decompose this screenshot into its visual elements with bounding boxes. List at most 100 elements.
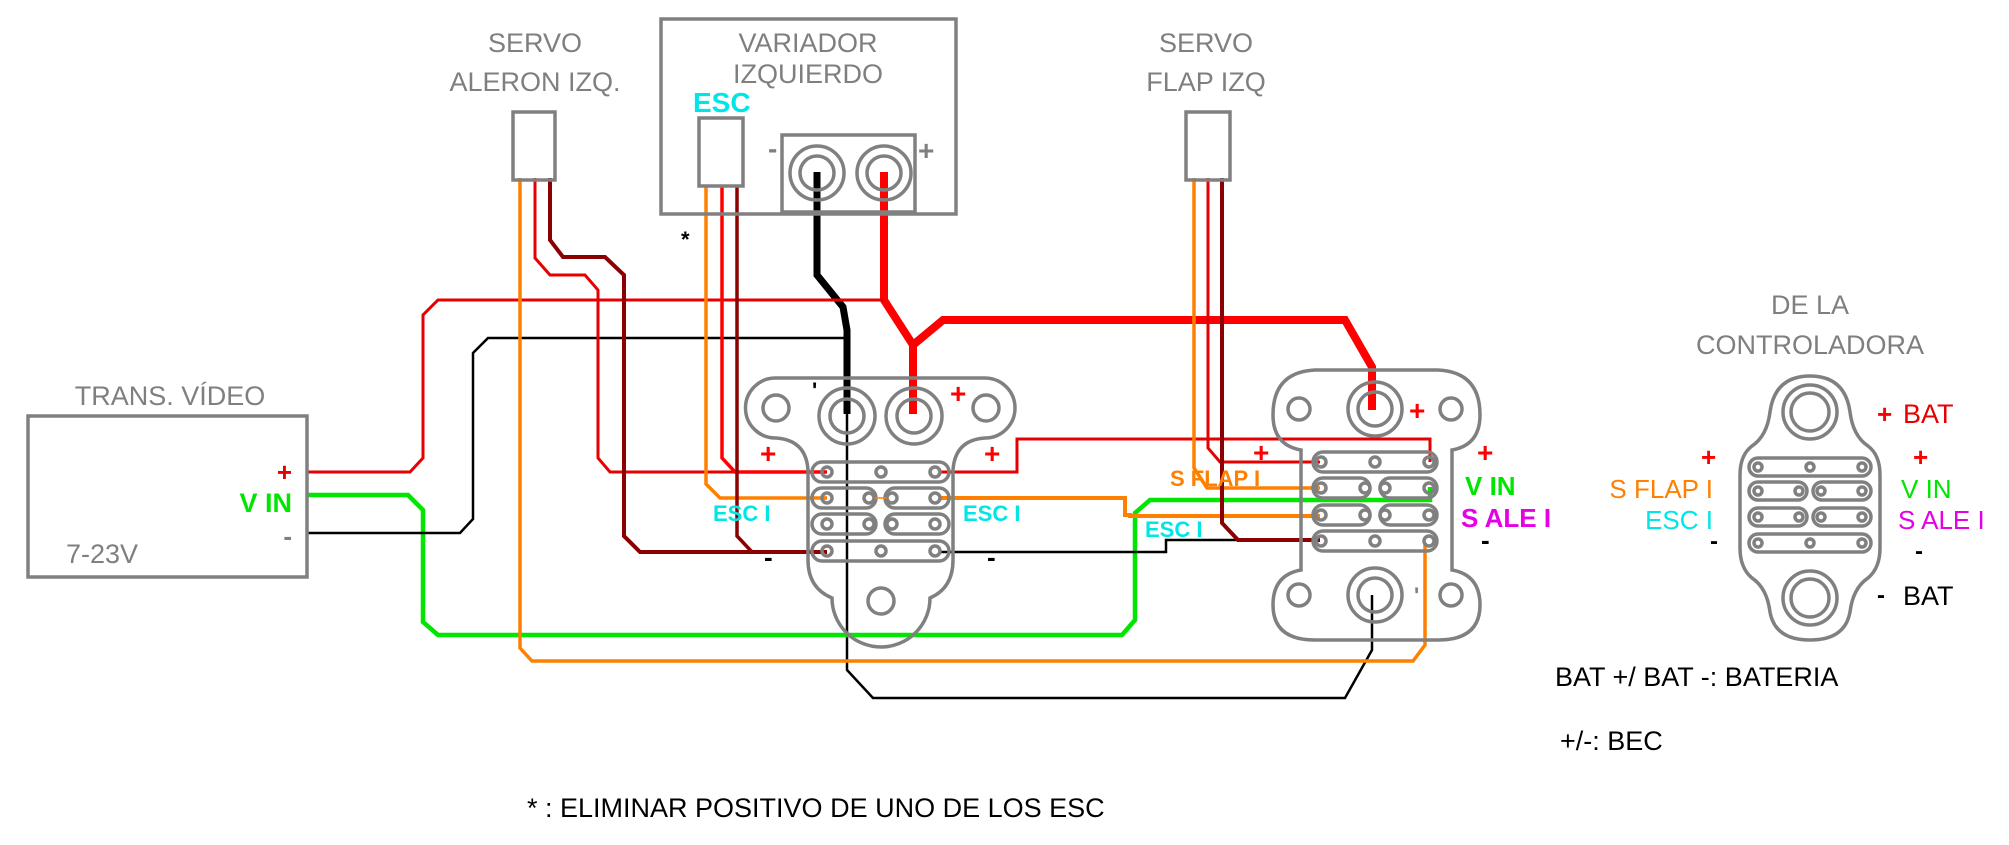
controller-pads [1747, 456, 1873, 554]
footnote-remove-esc-positive: * : ELIMINAR POSITIVO DE UNO DE LOS ESC [527, 793, 1105, 823]
wire-video-negative [307, 336, 847, 535]
pad [820, 491, 834, 505]
pad [1422, 455, 1436, 469]
pad [820, 517, 834, 531]
pad [820, 465, 834, 479]
wire-aileron-positive [533, 178, 827, 474]
wire-flap-signal [1192, 178, 1320, 490]
pad [862, 517, 876, 531]
pad [1358, 508, 1372, 522]
left-board-esc-left-label: ESC I [713, 501, 770, 526]
variador-esc-connector [697, 116, 745, 188]
pad [1314, 508, 1328, 522]
controller-right-minus: - [1915, 538, 1923, 565]
right-board-positive-terminal [1346, 380, 1404, 438]
right-board-s-ale-label: S ALE I [1461, 503, 1551, 533]
controller-board-outline [1738, 374, 1882, 642]
asterisk-marker: * [681, 227, 690, 252]
pad-row [1747, 480, 1809, 502]
variador-title-line2: IZQUIERDO [733, 59, 883, 89]
video-voltage-label: 7-23V [66, 539, 138, 569]
video-negative-label: - [283, 521, 292, 551]
servo-aileron-connector [511, 110, 557, 182]
variador-positive-terminal-inner [865, 154, 903, 192]
left-board-esc-right-label: ESC I [963, 501, 1020, 526]
controller-s-flap-label: S FLAP I [1609, 474, 1713, 504]
pad-row [1811, 480, 1873, 502]
controller-left-minus: - [1710, 528, 1718, 555]
pad-row-spare-right [883, 512, 951, 536]
controller-bat-plus-sign: + [1877, 399, 1892, 429]
pad [1752, 485, 1764, 497]
wire-esc-negative [735, 185, 827, 554]
pad [1856, 511, 1868, 523]
servo-flap: SERVO FLAP IZQ [1146, 28, 1266, 182]
controller-title-line2: CONTROLADORA [1696, 330, 1924, 360]
pad [874, 465, 888, 479]
controller-positive-terminal [1781, 383, 1839, 441]
pad-row-spare-left [810, 512, 878, 536]
controller-s-ale-label: S ALE I [1898, 505, 1985, 535]
pad-row-positive [1311, 450, 1439, 474]
controller-bat-minus-label: BAT [1903, 581, 1954, 611]
pad [1314, 534, 1328, 548]
left-board-left-plus: + [760, 438, 776, 469]
pad [1314, 481, 1328, 495]
variador-esc-label: ESC [693, 87, 751, 118]
right-power-board: + + + S FLAP I ESC I V IN S ALE I - ' [1145, 368, 1551, 642]
pad-row [1747, 456, 1873, 478]
servo-flap-title-line2: FLAP IZQ [1146, 67, 1266, 97]
right-board-vin-label: V IN [1465, 471, 1516, 501]
servo-aileron: SERVO ALERON IZQ. [449, 28, 621, 182]
variador-izquierdo: VARIADOR IZQUIERDO ESC - + * [659, 17, 958, 252]
wire-video-positive [307, 298, 884, 474]
pad [1856, 537, 1868, 549]
video-transmitter-box [26, 414, 309, 579]
pad [1856, 485, 1868, 497]
pad [885, 517, 899, 531]
wire-video-vin [307, 487, 1433, 638]
left-board-positive-terminal [884, 386, 944, 446]
pad [885, 491, 899, 505]
servo-flap-title-line1: SERVO [1159, 28, 1253, 58]
wire-battery-negative-return [845, 414, 1374, 700]
left-board-bottom-hole [866, 586, 896, 616]
variador-plus-sign: + [918, 135, 934, 166]
pad [1358, 481, 1372, 495]
pad [1793, 511, 1805, 523]
pad [1815, 511, 1827, 523]
pad-row [1747, 506, 1809, 528]
pad-row [1811, 506, 1873, 528]
pad [1314, 455, 1328, 469]
controller-positive-terminal-inner [1789, 391, 1831, 433]
wire-bec-negative-link [939, 538, 1238, 554]
right-board-right-minus: - [1481, 525, 1490, 555]
controller-bat-plus-label: BAT [1903, 399, 1954, 429]
wire-esc-link [939, 496, 1320, 518]
note-battery: BAT +/ BAT -: BATERIA [1555, 662, 1838, 692]
pad [1378, 508, 1392, 522]
video-transmitter: TRANS. VÍDEO + V IN - 7-23V [26, 381, 309, 579]
pad [820, 544, 834, 558]
left-board-positive-mark: + [950, 378, 966, 409]
pad [1793, 485, 1805, 497]
wire-aileron-signal [518, 178, 1427, 663]
controller-right-plus: + [1913, 442, 1928, 472]
pad [928, 544, 942, 558]
pad-row [1747, 532, 1873, 554]
right-board-pads [1311, 450, 1439, 553]
servo-flap-connector [1184, 110, 1232, 182]
wires [307, 172, 1433, 700]
right-board-outline [1271, 368, 1482, 642]
left-board-mount-hole [761, 393, 791, 423]
controller-esc-label: ESC I [1645, 505, 1713, 535]
right-board-mount-hole [1286, 582, 1312, 608]
pad [1422, 534, 1436, 548]
pad [928, 517, 942, 531]
pad [1368, 534, 1382, 548]
pad [1815, 485, 1827, 497]
right-board-right-plus: + [1477, 437, 1493, 468]
right-board-s-flap-label: S FLAP I [1170, 466, 1260, 491]
right-board-esc-label: ESC I [1145, 517, 1202, 542]
